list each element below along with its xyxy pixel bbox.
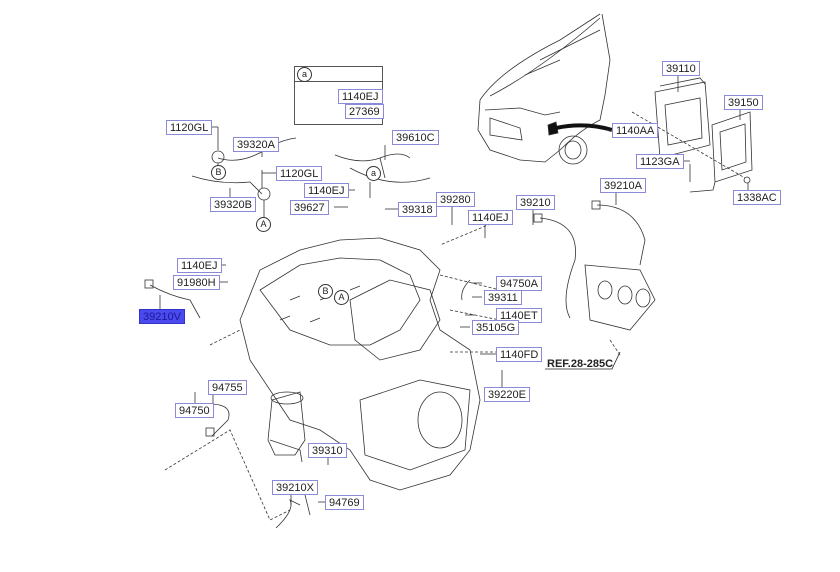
part-label-94769[interactable]: 94769	[325, 495, 364, 510]
part-label-1140aa[interactable]: 1140AA	[612, 123, 659, 138]
part-label-39110[interactable]: 39110	[662, 61, 700, 76]
marker-b-2: B	[318, 284, 333, 299]
part-label-94750a[interactable]: 94750A	[496, 276, 542, 291]
part-label-39210a[interactable]: 39210A	[600, 178, 646, 193]
part-label-1123ga[interactable]: 1123GA	[636, 154, 684, 169]
part-label-1140ej-inset[interactable]: 1140EJ	[338, 89, 383, 104]
part-label-39220e[interactable]: 39220E	[484, 387, 530, 402]
part-label-27369[interactable]: 27369	[345, 104, 384, 119]
part-label-39310[interactable]: 39310	[308, 443, 347, 458]
marker-a-2: A	[334, 290, 349, 305]
marker-a-lower-1: a	[366, 166, 381, 181]
part-label-39280[interactable]: 39280	[436, 192, 475, 207]
part-label-39318[interactable]: 39318	[398, 202, 437, 217]
part-label-39210v-selected[interactable]: 39210V	[139, 309, 185, 324]
part-label-91980h[interactable]: 91980H	[173, 275, 220, 290]
reference-note[interactable]: REF.28-285C	[547, 358, 614, 370]
part-label-1338ac[interactable]: 1338AC	[733, 190, 781, 205]
inset-header	[295, 67, 382, 82]
part-label-39627[interactable]: 39627	[290, 200, 329, 215]
part-label-94750[interactable]: 94750	[175, 403, 214, 418]
part-label-1140et[interactable]: 1140ET	[496, 308, 542, 323]
marker-a-1: A	[256, 217, 271, 232]
part-label-1140ej-2[interactable]: 1140EJ	[468, 210, 513, 225]
part-label-39320b[interactable]: 39320B	[210, 197, 256, 212]
part-label-39150[interactable]: 39150	[724, 95, 763, 110]
vehicle-illustration	[477, 13, 613, 165]
part-label-94755[interactable]: 94755	[208, 380, 247, 395]
part-label-39320a[interactable]: 39320A	[233, 137, 279, 152]
part-label-1140ej-3[interactable]: 1140EJ	[177, 258, 222, 273]
part-label-39311[interactable]: 39311	[484, 290, 522, 305]
engine-block-illustration	[239, 237, 481, 491]
part-label-39610c[interactable]: 39610C	[392, 130, 439, 145]
part-label-1120gl-2[interactable]: 1120GL	[276, 166, 323, 181]
inset-marker-a: a	[297, 67, 312, 82]
part-label-1140ej[interactable]: 1140EJ	[304, 183, 349, 198]
part-label-35105g[interactable]: 35105G	[472, 320, 520, 335]
part-label-39210[interactable]: 39210	[516, 195, 555, 210]
part-label-1120gl[interactable]: 1120GL	[166, 120, 213, 135]
part-label-1140fd[interactable]: 1140FD	[496, 347, 543, 362]
marker-b-1: B	[211, 165, 226, 180]
leader-lines	[164, 219, 621, 521]
part-label-39210x[interactable]: 39210X	[272, 480, 318, 495]
